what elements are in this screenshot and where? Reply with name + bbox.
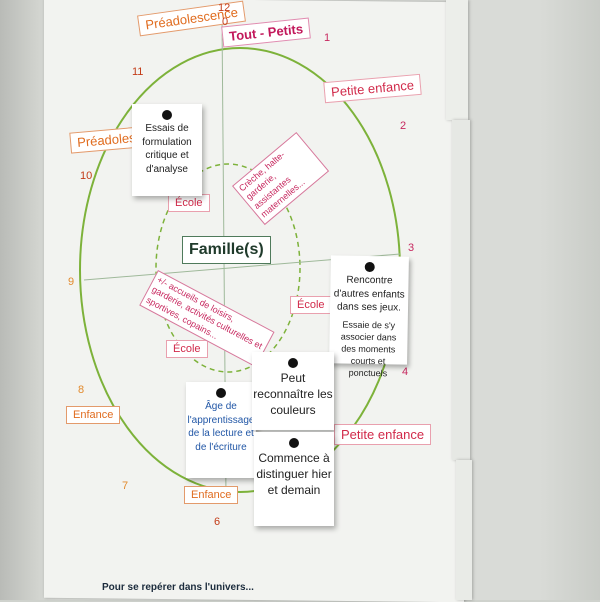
pin-icon [364, 261, 375, 273]
pin-icon [289, 438, 299, 448]
label-ecole-top: École [168, 194, 210, 212]
clock-number-3: 3 [408, 242, 415, 254]
clock-number-8: 8 [78, 384, 85, 396]
clock-number-11: 11 [132, 66, 144, 78]
pin-icon [162, 110, 172, 120]
pin-icon [288, 358, 298, 368]
note-rencontre: Rencontre d'autres enfants dans ses jeux… [329, 255, 409, 378]
center-label-famille: Famille(s) [182, 236, 271, 264]
pin-icon [216, 388, 226, 398]
label-ecole-right: École [290, 296, 332, 314]
inner-circle [155, 163, 301, 373]
note-essais: Essais de formulation critique et d'anal… [132, 104, 202, 196]
clock-number-2: 2 [400, 120, 407, 132]
footer-text: Pour se repérer dans l'univers... [102, 582, 254, 593]
wall-edge [0, 0, 40, 600]
clock-number-9: 9 [68, 276, 75, 288]
clock-number-12: 12 [218, 2, 231, 14]
clock-number-0: 0 [222, 16, 229, 28]
note-age: Âge de l'apprentissage de la lecture et … [186, 382, 256, 478]
label-ecole-bottom: École [166, 340, 208, 358]
clock-number-6: 6 [214, 516, 221, 528]
label-enfance-left: Enfance [66, 406, 121, 424]
note-peut: Peut reconnaître les couleurs [252, 352, 334, 430]
label-petite-enfance-bottom: Petite enfance [334, 424, 432, 445]
clock-number-1: 1 [324, 32, 331, 44]
label-enfance-bottom: Enfance [184, 486, 239, 504]
clock-number-10: 10 [80, 170, 93, 182]
note-commence: Commence à distinguer hier et demain [254, 432, 334, 526]
side-sheet [456, 460, 472, 600]
side-sheet [452, 120, 470, 460]
clock-number-7: 7 [122, 480, 129, 492]
clock-number-4: 4 [402, 366, 409, 378]
side-sheet [446, 0, 468, 120]
